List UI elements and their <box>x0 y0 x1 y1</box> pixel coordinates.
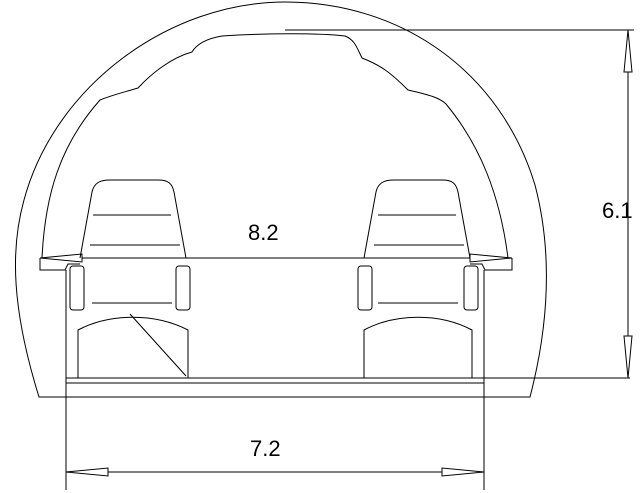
height-arrow-bottom <box>623 335 633 379</box>
right-vehicle-mirror-right <box>463 265 479 311</box>
left-vehicle-body <box>77 316 189 378</box>
inner-lining-arch <box>41 33 509 259</box>
left-vehicle-diagonal <box>129 313 187 377</box>
left-vehicle <box>69 179 191 378</box>
height-arrow-top <box>623 29 633 73</box>
right-vehicle-cab <box>363 179 471 259</box>
base-arrow-left <box>65 467 109 477</box>
height-label: 6.1 <box>602 198 633 223</box>
outer-tunnel-arch <box>14 1 547 398</box>
right-walkway <box>470 258 513 271</box>
width-arrow-right <box>469 253 513 263</box>
base-arrow-right <box>441 467 485 477</box>
width-arrow-left <box>39 253 83 263</box>
width-label: 8.2 <box>248 220 279 245</box>
left-vehicle-mirror-left <box>69 265 85 311</box>
left-vehicle-mirror-right <box>175 265 191 311</box>
right-vehicle-mirror-left <box>357 265 373 311</box>
right-vehicle-body <box>363 316 473 378</box>
left-walkway <box>39 258 80 271</box>
base-label: 7.2 <box>250 436 281 461</box>
left-vehicle-cab <box>79 179 187 259</box>
right-vehicle <box>357 179 479 378</box>
